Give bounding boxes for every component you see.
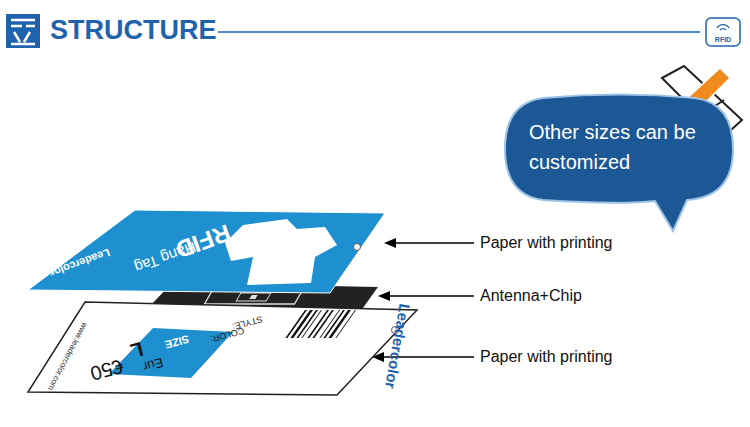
barcode [285, 310, 356, 338]
shirt-icon [225, 219, 337, 285]
layer-label: Paper with printing [480, 348, 613, 366]
layer-label: Antenna+Chip [480, 287, 582, 305]
bubble-shape [505, 95, 733, 232]
tag-card [28, 210, 385, 293]
rfid-icon [706, 18, 740, 46]
icon-label: RFID [710, 36, 736, 44]
section-title: STRUCTURE [50, 16, 217, 46]
layer-label: Paper with printing [480, 234, 613, 252]
logo-icon [6, 14, 40, 48]
tag-card [28, 302, 417, 395]
leader-arrows [372, 238, 474, 362]
bottom-paper-layer: LeadercolorSTYLE:COLOR:SIZELEur€50www.le… [25, 298, 420, 398]
speech-bubble: Other sizes can be customized [503, 95, 735, 203]
bubble-text: Other sizes can be customized [529, 117, 709, 177]
node-outline [25, 298, 420, 398]
top-paper-layer: RFIDHang TagLeadercolor [25, 205, 390, 297]
tag-hole [354, 244, 361, 251]
header-rule [218, 31, 700, 33]
node-outline [503, 95, 735, 203]
